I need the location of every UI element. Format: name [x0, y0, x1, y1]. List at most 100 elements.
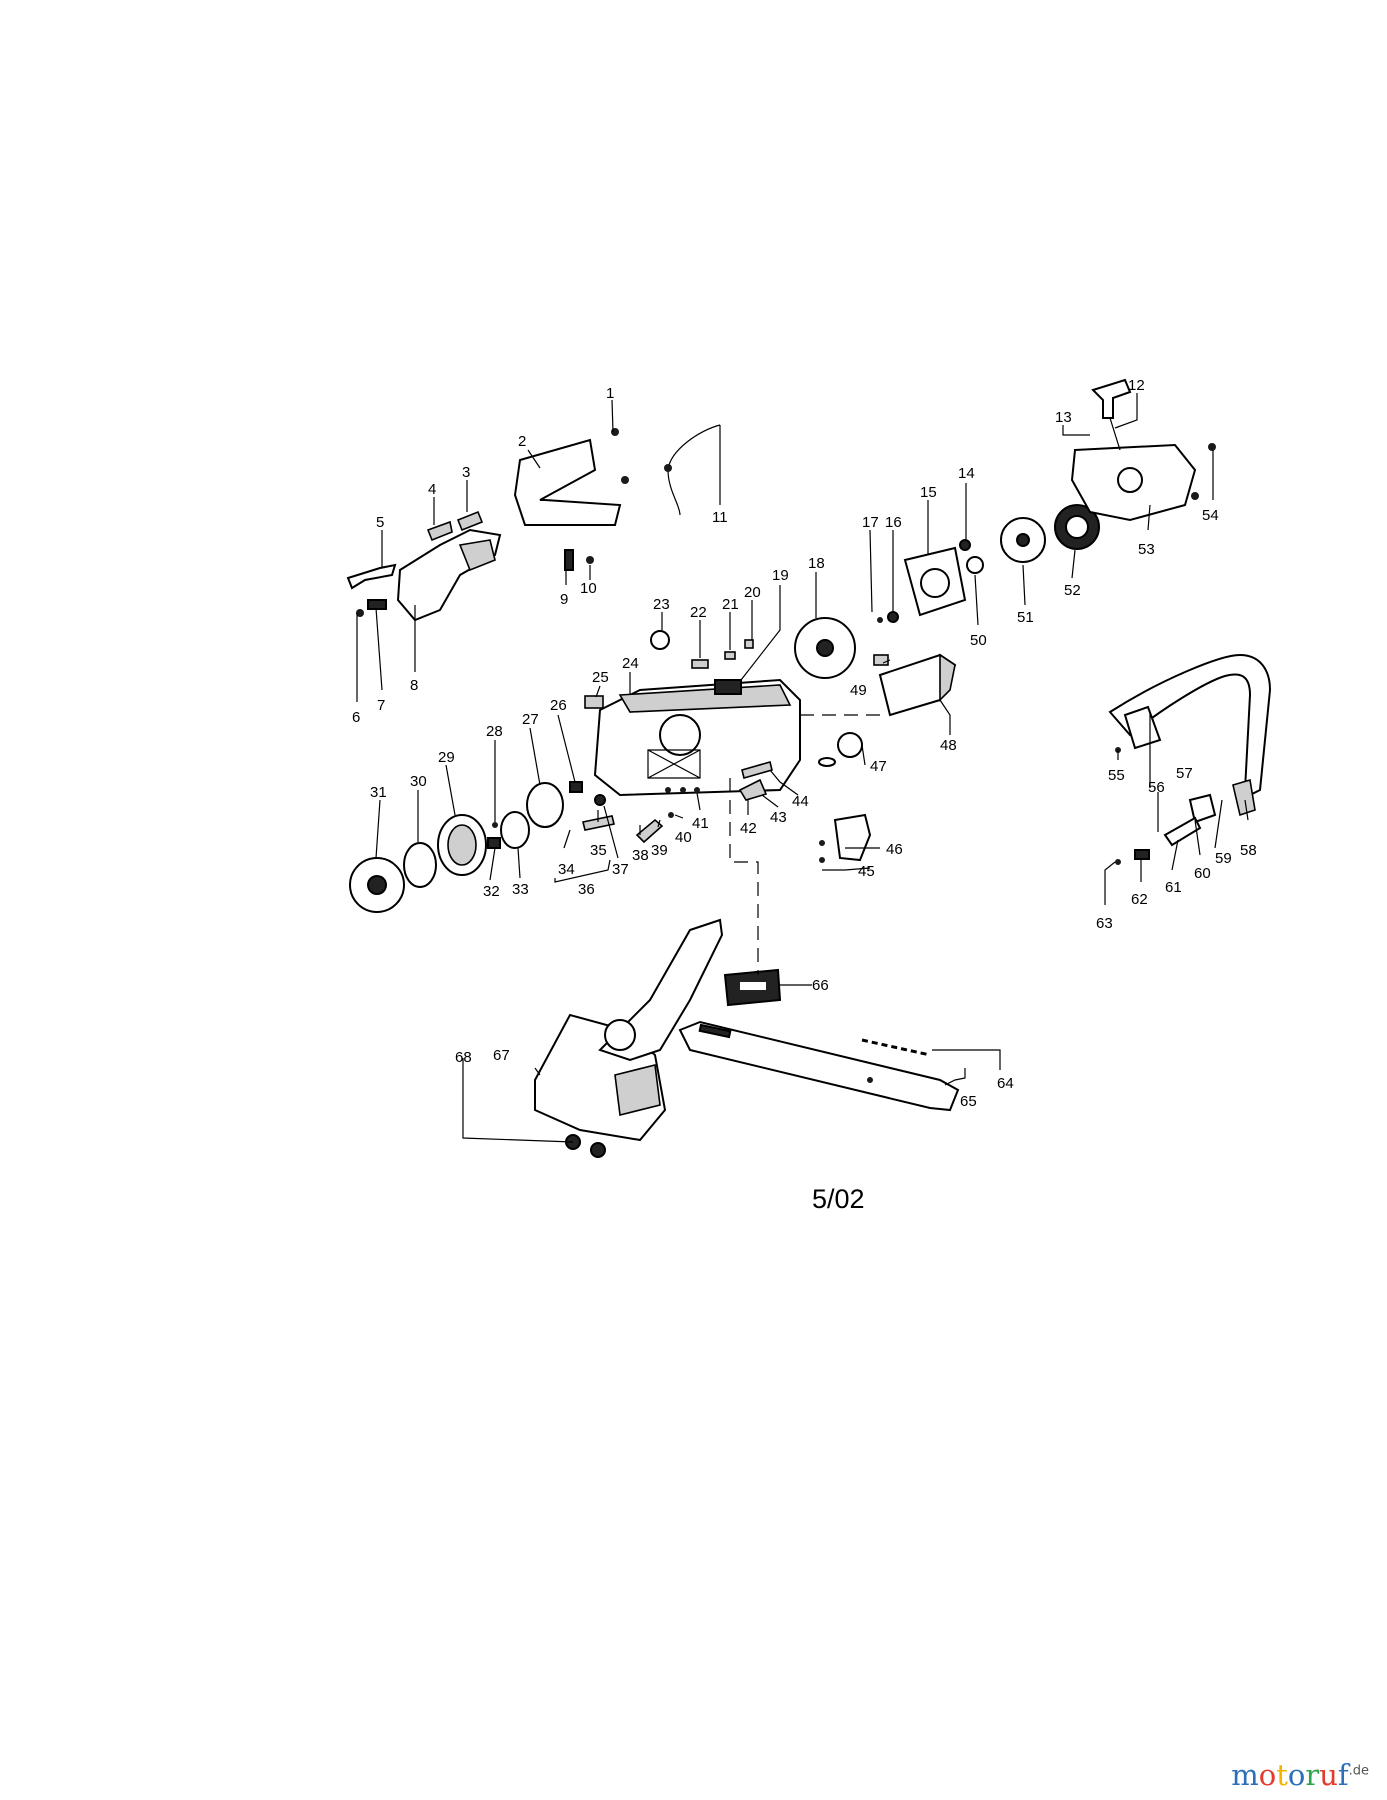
part-label-49: 49	[850, 682, 867, 699]
part-label-44: 44	[792, 793, 809, 810]
bracket-46-part	[833, 813, 872, 862]
part-label-51: 51	[1017, 609, 1034, 626]
pin-28-icon	[492, 822, 498, 828]
screw-63-icon	[1115, 859, 1121, 865]
nut-37-icon	[594, 794, 606, 806]
spring-62-part	[1134, 849, 1150, 860]
part-label-17: 17	[862, 514, 879, 531]
part-label-50: 50	[970, 632, 987, 649]
watermark-letter: f	[1337, 1758, 1349, 1792]
part-label-38: 38	[632, 847, 649, 864]
drum-29-inner	[447, 824, 477, 866]
screw-54-icon	[1208, 443, 1216, 451]
part-label-47: 47	[870, 758, 887, 775]
part-label-39: 39	[651, 842, 668, 859]
washer-30-part	[403, 842, 437, 888]
screw-45-icon	[819, 840, 825, 846]
part-label-55: 55	[1108, 767, 1125, 784]
part-label-11: 11	[712, 509, 728, 526]
block-49-part	[873, 654, 889, 666]
part-label-63: 63	[1096, 915, 1113, 932]
part-label-57: 57	[1176, 765, 1193, 782]
part-label-62: 62	[1131, 891, 1148, 908]
part-label-65: 65	[960, 1093, 977, 1110]
lever-38-part	[635, 818, 664, 844]
wire-end-icon	[664, 464, 672, 472]
part-label-8: 8	[410, 677, 418, 694]
part-label-59: 59	[1215, 850, 1232, 867]
part-label-13: 13	[1055, 409, 1072, 426]
pin-44-part	[741, 761, 773, 779]
screw-1-icon	[611, 428, 619, 436]
part-label-53: 53	[1138, 541, 1155, 558]
part-number-labels: 1 2 3 4 5 6 7 8 9 10 11 12 13 14 15 16 1…	[352, 377, 1257, 1110]
part-label-3: 3	[462, 464, 470, 481]
part-label-24: 24	[622, 655, 639, 672]
part-22	[691, 659, 709, 669]
wire-part	[667, 424, 721, 516]
chain-cover-front	[614, 1064, 661, 1116]
part-label-52: 52	[1064, 582, 1081, 599]
part-label-34: 34	[558, 861, 575, 878]
part-label-45: 45	[858, 863, 875, 880]
watermark-logo: motoruf.de	[1231, 1758, 1369, 1792]
part-label-26: 26	[550, 697, 567, 714]
watermark-letter: o	[1258, 1758, 1277, 1792]
part-label-67: 67	[493, 1047, 510, 1064]
part-label-21: 21	[722, 596, 739, 613]
alignment-line-guide-plate	[729, 778, 759, 975]
part-label-66: 66	[812, 977, 829, 994]
part-label-29: 29	[438, 749, 455, 766]
part-label-19: 19	[772, 567, 789, 584]
pulley-51-hub	[1016, 533, 1030, 547]
starter-rope	[1109, 417, 1121, 451]
part-label-10: 10	[580, 580, 597, 597]
screw-41b-icon	[680, 787, 686, 793]
part-label-6: 6	[352, 709, 360, 726]
part-label-9: 9	[560, 591, 568, 608]
part-label-41: 41	[692, 815, 709, 832]
nut-68b-icon	[590, 1142, 606, 1158]
part-label-15: 15	[920, 484, 937, 501]
part-label-4: 4	[428, 481, 436, 498]
part-label-64: 64	[997, 1075, 1014, 1092]
guide-bar-part	[678, 1020, 960, 1112]
part-label-12: 12	[1128, 377, 1145, 394]
part-label-30: 30	[410, 773, 427, 790]
leader-lines	[356, 393, 1249, 1143]
screw-6-icon	[356, 609, 364, 617]
screw-45b-icon	[819, 857, 825, 863]
part-label-1: 1	[606, 385, 614, 402]
part-label-22: 22	[690, 604, 707, 621]
cover-48-side	[939, 653, 956, 702]
guide-bar-hole	[867, 1077, 873, 1083]
screw-41a-icon	[665, 787, 671, 793]
washer-50-icon	[966, 556, 984, 574]
screw-54b-icon	[1191, 492, 1199, 500]
front-handle-part	[1108, 653, 1272, 797]
part-label-16: 16	[885, 514, 902, 531]
part-label-35: 35	[590, 842, 607, 859]
watermark-letter: u	[1319, 1758, 1338, 1792]
part-label-14: 14	[958, 465, 975, 482]
screw-41c-icon	[694, 787, 700, 793]
part-label-18: 18	[808, 555, 825, 572]
part-label-54: 54	[1202, 507, 1219, 524]
gasket-47-icon	[818, 757, 836, 767]
bracket-58-part	[1232, 778, 1256, 817]
part-19	[714, 679, 742, 695]
part-label-48: 48	[940, 737, 957, 754]
part-label-58: 58	[1240, 842, 1257, 859]
part-label-43: 43	[770, 809, 787, 826]
bracket-3-part	[456, 510, 484, 532]
part-label-28: 28	[486, 723, 503, 740]
crankcase-opening-icon	[659, 714, 701, 756]
part-label-60: 60	[1194, 865, 1211, 882]
starter-grip-part	[1091, 378, 1132, 419]
recoil-spring-inner	[1065, 515, 1089, 539]
rod-35-part	[582, 815, 615, 831]
guide-plate-slot	[740, 982, 766, 990]
part-label-32: 32	[483, 883, 500, 900]
pin-40-icon	[668, 812, 674, 818]
